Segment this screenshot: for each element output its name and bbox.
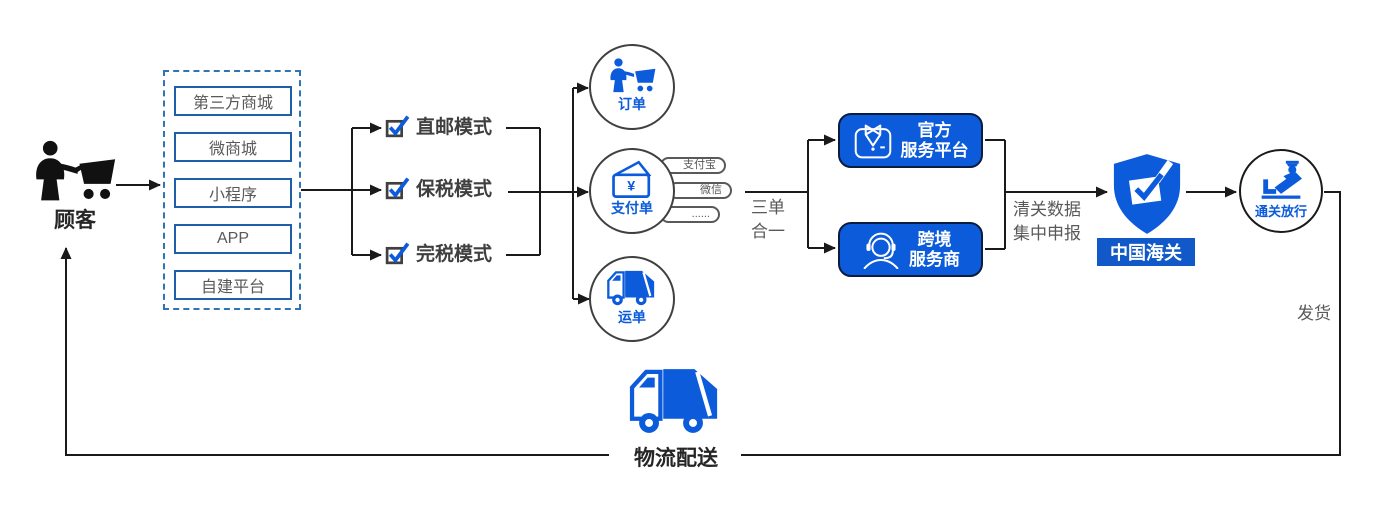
- suit-bowtie-icon: [854, 124, 891, 158]
- payment-wallet-icon: ¥: [612, 160, 652, 198]
- mode-label-bonded: 保税模式: [416, 179, 493, 200]
- platform-box-mini-program: 小程序: [174, 178, 292, 208]
- payment-circle: ¥ 支付单: [589, 148, 675, 234]
- logistics-label: 物流配送: [611, 442, 741, 472]
- crossborder-provider-box: 跨境 服务商: [838, 222, 983, 277]
- official-platform-box: 官方 服务平台: [838, 113, 983, 168]
- waybill-label: 运单: [618, 309, 646, 325]
- mode-label-direct-mail: 直邮模式: [416, 117, 493, 138]
- declaration-note-line2: 集中申报: [1013, 224, 1081, 243]
- clearance-label: 通关放行: [1254, 204, 1307, 219]
- mode-label-duty-paid: 完税模式: [416, 244, 493, 265]
- platform-box-app: APP: [174, 224, 292, 254]
- checkbox-checked-icon: [385, 242, 410, 265]
- customs-label: 中国海关: [1097, 238, 1195, 266]
- platform-box-micro-mall: 微商城: [174, 132, 292, 162]
- platform-box-self-built: 自建平台: [174, 270, 292, 300]
- customs-shield-icon: [1113, 154, 1181, 234]
- platform-box-third-party: 第三方商城: [174, 86, 292, 116]
- customer-cart-icon: [36, 140, 116, 201]
- official-platform-line2: 服务平台: [900, 140, 969, 160]
- merge-note-line2: 合一: [751, 222, 785, 241]
- official-platform-line1: 官方: [917, 120, 952, 140]
- headset-agent-icon: [863, 232, 899, 269]
- official-platform-text: 官方 服务平台: [901, 121, 969, 161]
- order-circle: 订单: [589, 44, 675, 130]
- crossborder-provider-text: 跨境 服务商: [909, 230, 960, 270]
- declaration-note: 清关数据 集中申报: [1013, 198, 1081, 246]
- declaration-note-line1: 清关数据: [1013, 200, 1081, 219]
- checkbox-checked-icon: [385, 177, 410, 200]
- payment-option-wechat: 微信: [668, 182, 732, 199]
- customs-officer-icon: [1261, 160, 1302, 199]
- waybill-truck-icon: [607, 270, 655, 306]
- logistics-truck-icon: [629, 369, 718, 433]
- waybill-circle: 运单: [589, 256, 675, 342]
- return-line-left-arrow-to-customer: [60, 247, 609, 456]
- payment-label: 支付单: [611, 200, 653, 216]
- ship-note: 发货: [1297, 304, 1331, 323]
- platform-group: 第三方商城 微商城 小程序 APP 自建平台: [163, 70, 301, 310]
- merge-note: 三单 合一: [751, 196, 785, 244]
- crossborder-provider-line2: 服务商: [909, 249, 960, 269]
- customer-label: 顾客: [54, 209, 96, 232]
- clearance-circle: 通关放行: [1239, 149, 1323, 233]
- checkbox-checked-icon: [385, 115, 410, 138]
- merge-note-line1: 三单: [751, 198, 785, 217]
- crossborder-provider-line1: 跨境: [917, 229, 952, 249]
- payment-option-others: ......: [660, 206, 720, 223]
- order-label: 订单: [618, 96, 646, 112]
- svg-text:¥: ¥: [627, 179, 635, 195]
- payment-option-alipay: 支付宝: [660, 157, 726, 174]
- order-cart-icon: [610, 58, 656, 93]
